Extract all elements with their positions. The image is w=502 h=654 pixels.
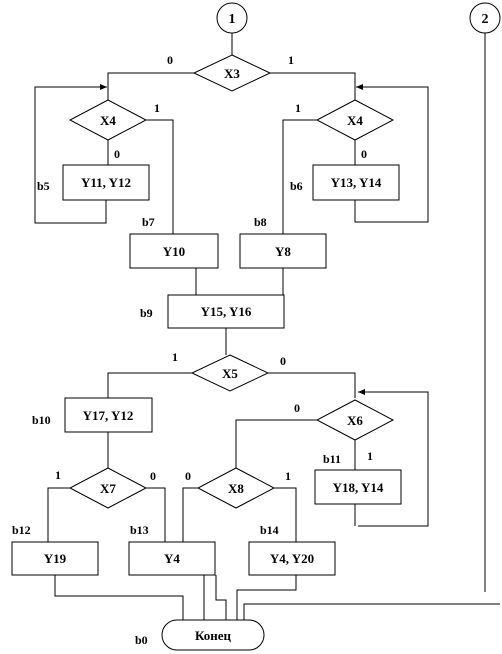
branch-x4r-no: 0: [361, 147, 367, 161]
decision-x7: X7: [68, 467, 148, 509]
branch-x3-yes: 1: [288, 53, 294, 67]
block-y4-label: Y4: [164, 551, 180, 566]
decision-x8: X8: [196, 467, 276, 509]
branch-x6-yes: 1: [367, 449, 373, 463]
block-y18-y14: Y18, Y14: [314, 469, 402, 505]
label-b10: b10: [32, 413, 51, 427]
branch-x8-no: 0: [185, 469, 191, 483]
label-b0: b0: [135, 633, 148, 647]
decision-x6: X6: [315, 399, 395, 441]
block-y19: Y19: [11, 541, 99, 576]
block-y4-y20: Y4, Y20: [248, 541, 336, 576]
decision-x4-right: X4: [315, 99, 395, 141]
branch-x5-no: 0: [280, 354, 286, 368]
decision-x5-label: X5: [222, 366, 238, 381]
connector-2-label: 2: [482, 12, 489, 27]
block-y10: Y10: [129, 233, 219, 269]
branch-x8-yes: 1: [285, 469, 291, 483]
connector-2: 2: [469, 2, 501, 34]
block-y4-y20-label: Y4, Y20: [270, 551, 314, 566]
block-y13-y14: Y13, Y14: [312, 164, 400, 201]
terminal-end-label: Конец: [195, 628, 232, 643]
block-y17-y12: Y17, Y12: [64, 397, 153, 433]
branch-x6-no: 0: [294, 401, 300, 415]
label-b6: b6: [290, 179, 303, 193]
decision-x4-left: X4: [68, 99, 148, 141]
decision-x4-left-label: X4: [100, 113, 116, 128]
branch-x7-yes: 1: [55, 468, 61, 482]
decision-x6-label: X6: [347, 413, 363, 428]
decision-x3: X3: [192, 54, 272, 92]
label-b13: b13: [130, 523, 149, 537]
terminal-end: Конец: [161, 619, 265, 651]
block-y11-y12-label: Y11, Y12: [81, 175, 131, 190]
block-y17-y12-label: Y17, Y12: [83, 408, 134, 423]
branch-x4l-no: 0: [114, 147, 120, 161]
block-y15-y16-label: Y15, Y16: [201, 304, 252, 319]
branch-x4r-yes: 1: [295, 101, 301, 115]
connector-lines: [34, 33, 500, 620]
decision-x8-label: X8: [228, 481, 244, 496]
label-b12: b12: [12, 523, 31, 537]
decision-x3-label: X3: [224, 66, 240, 81]
label-b5: b5: [37, 179, 50, 193]
block-y4: Y4: [128, 541, 216, 576]
connector-1-label: 1: [229, 12, 236, 27]
block-y8: Y8: [239, 233, 327, 269]
label-b7: b7: [142, 215, 155, 229]
decision-x5: X5: [190, 354, 270, 392]
connector-1: 1: [216, 2, 248, 34]
branch-x3-no: 0: [167, 53, 173, 67]
decision-x7-label: X7: [100, 481, 116, 496]
block-y13-y14-label: Y13, Y14: [331, 175, 382, 190]
block-y19-label: Y19: [44, 551, 67, 566]
block-y10-label: Y10: [163, 244, 185, 259]
branch-labels: 0 1 1 0 1 0 1 0 0 1 1 0 0 1: [55, 53, 373, 483]
branch-x7-no: 0: [150, 469, 156, 483]
decision-x4-right-label: X4: [347, 113, 363, 128]
label-b11: b11: [323, 452, 341, 466]
block-y8-label: Y8: [275, 244, 291, 259]
block-y18-y14-label: Y18, Y14: [333, 480, 384, 495]
branch-x4l-yes: 1: [154, 101, 160, 115]
label-b9: b9: [140, 306, 153, 320]
block-y11-y12: Y11, Y12: [62, 164, 150, 201]
block-labels: b5 b6 b7 b8 b9 b10 b11 b12 b13 b14 b0: [12, 179, 341, 647]
label-b8: b8: [254, 215, 267, 229]
branch-x5-yes: 1: [172, 350, 178, 364]
block-y15-y16: Y15, Y16: [167, 294, 285, 329]
label-b14: b14: [260, 523, 279, 537]
